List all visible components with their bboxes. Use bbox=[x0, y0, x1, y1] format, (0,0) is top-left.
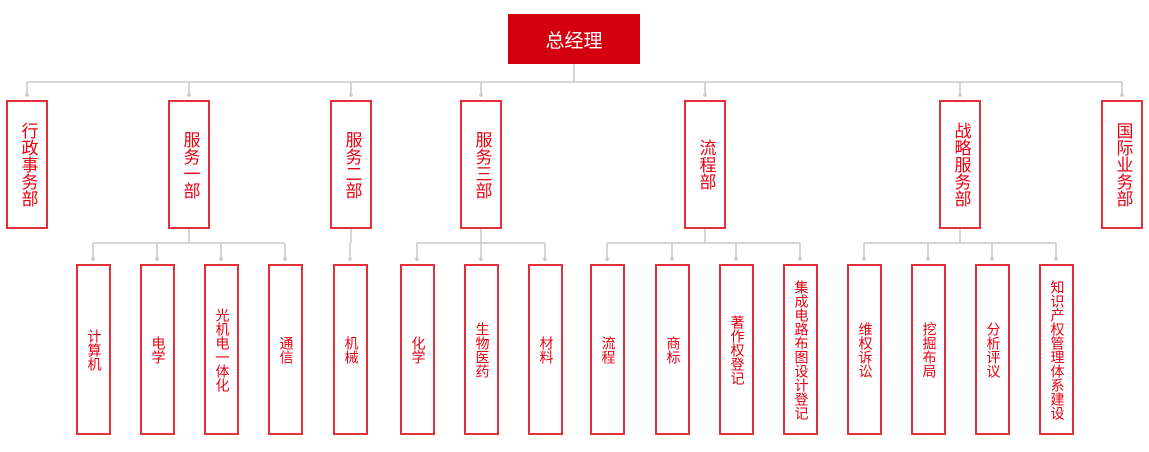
sub-department-label: 化学 bbox=[409, 335, 426, 364]
connector-arrow bbox=[926, 257, 930, 261]
sub-department-node: 流程 bbox=[590, 264, 625, 435]
department-node: 服务一部 bbox=[168, 100, 210, 229]
connector-arrow bbox=[862, 257, 866, 261]
connector-arrow bbox=[349, 93, 353, 97]
department-label: 战略服务部 bbox=[950, 122, 971, 207]
department-label: 服务三部 bbox=[471, 130, 492, 199]
connector-arrow bbox=[605, 257, 609, 261]
department-node: 国际业务部 bbox=[1101, 100, 1143, 229]
department-node: 战略服务部 bbox=[939, 100, 981, 229]
sub-department-node: 机械 bbox=[333, 264, 368, 435]
sub-department-label: 材料 bbox=[537, 335, 554, 364]
connector-arrow bbox=[219, 257, 223, 261]
sub-department-node: 维权诉讼 bbox=[847, 264, 882, 435]
sub-department-label: 商标 bbox=[664, 335, 681, 364]
connector-arrow bbox=[990, 257, 994, 261]
connector-arrow bbox=[670, 257, 674, 261]
connector-arrow bbox=[734, 257, 738, 261]
sub-department-label: 分析评议 bbox=[984, 321, 1001, 378]
sub-department-label: 通信 bbox=[277, 335, 294, 364]
connector-arrow bbox=[1054, 257, 1058, 261]
sub-department-label: 著作权登记 bbox=[728, 314, 745, 385]
department-node: 行政事务部 bbox=[6, 100, 48, 229]
root-node-general-manager: 总经理 bbox=[508, 14, 640, 64]
sub-department-node: 商标 bbox=[655, 264, 690, 435]
sub-department-node: 著作权登记 bbox=[719, 264, 754, 435]
connector-arrow bbox=[479, 257, 483, 261]
connector-arrow bbox=[1120, 93, 1124, 97]
sub-department-node: 电学 bbox=[140, 264, 175, 435]
sub-department-node: 分析评议 bbox=[975, 264, 1010, 435]
sub-department-label: 机械 bbox=[342, 335, 359, 364]
connector-arrow bbox=[798, 257, 802, 261]
department-label: 服务二部 bbox=[341, 130, 362, 199]
department-node: 流程部 bbox=[684, 100, 726, 229]
sub-department-node: 通信 bbox=[268, 264, 303, 435]
sub-department-node: 挖掘布局 bbox=[911, 264, 946, 435]
sub-department-node: 化学 bbox=[400, 264, 435, 435]
sub-department-node: 生物医药 bbox=[464, 264, 499, 435]
connector-arrow bbox=[543, 257, 547, 261]
department-label: 行政事务部 bbox=[17, 122, 38, 207]
department-label: 服务一部 bbox=[179, 130, 200, 199]
sub-department-label: 流程 bbox=[599, 335, 616, 364]
sub-department-node: 知识产权管理体系建设 bbox=[1039, 264, 1074, 435]
connector-arrow bbox=[91, 257, 95, 261]
sub-department-label: 知识产权管理体系建设 bbox=[1048, 279, 1065, 420]
root-label: 总经理 bbox=[545, 29, 603, 52]
connector-arrow bbox=[187, 93, 191, 97]
sub-department-label: 光机电一体化 bbox=[213, 307, 230, 392]
connector-arrow bbox=[348, 257, 352, 261]
department-label: 国际业务部 bbox=[1112, 122, 1133, 207]
sub-department-label: 电学 bbox=[149, 335, 166, 364]
sub-department-label: 挖掘布局 bbox=[920, 321, 937, 378]
connector-arrow bbox=[25, 93, 29, 97]
sub-department-label: 生物医药 bbox=[473, 321, 490, 378]
department-node: 服务三部 bbox=[460, 100, 502, 229]
sub-department-node: 光机电一体化 bbox=[204, 264, 239, 435]
sub-department-node: 材料 bbox=[528, 264, 563, 435]
connector-arrow bbox=[155, 257, 159, 261]
department-label: 流程部 bbox=[695, 139, 716, 190]
department-node: 服务二部 bbox=[330, 100, 372, 229]
connector-arrow bbox=[703, 93, 707, 97]
sub-department-node: 集成电路布图设计登记 bbox=[783, 264, 818, 435]
connector-arrow bbox=[283, 257, 287, 261]
sub-department-label: 集成电路布图设计登记 bbox=[792, 279, 809, 420]
connector-arrow bbox=[479, 93, 483, 97]
connector-arrow bbox=[415, 257, 419, 261]
sub-department-label: 计算机 bbox=[85, 328, 102, 371]
connector-arrow bbox=[958, 93, 962, 97]
sub-department-label: 维权诉讼 bbox=[856, 321, 873, 378]
sub-department-node: 计算机 bbox=[76, 264, 111, 435]
